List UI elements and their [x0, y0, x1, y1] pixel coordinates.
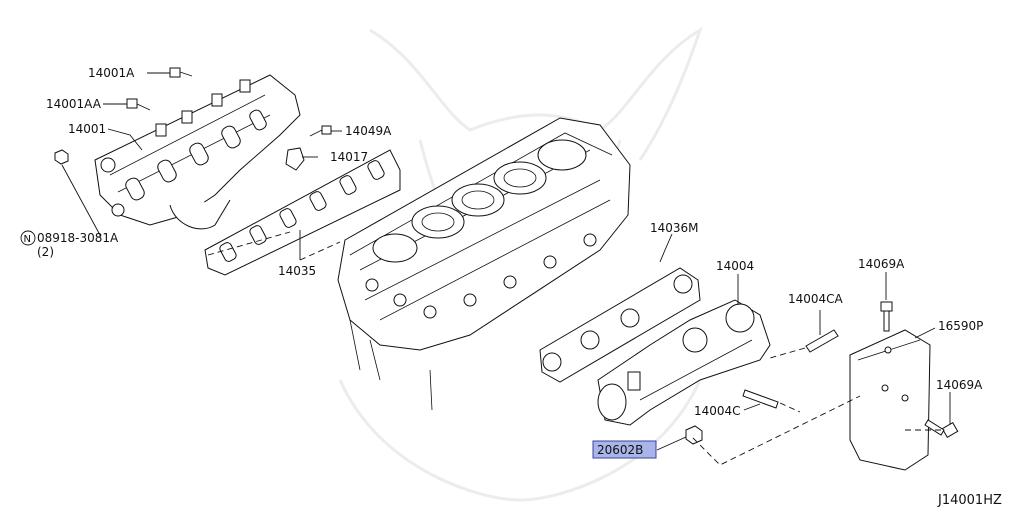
- intake-gasket: [204, 149, 401, 276]
- n-marker: N: [24, 234, 31, 245]
- label-14001[interactable]: 14001: [68, 122, 106, 136]
- intake-manifold: [94, 74, 301, 230]
- label-14049A[interactable]: 14049A: [345, 124, 392, 138]
- label-16590P[interactable]: 16590P: [938, 319, 983, 333]
- leader-lines: [61, 72, 951, 466]
- bolt-14001AA-icon: [126, 98, 151, 111]
- label-14017[interactable]: 14017: [330, 150, 368, 164]
- cylinder-head: [337, 117, 631, 411]
- part-labels: 14001A 14001AA 14001 14049A 14017 N 0891…: [20, 66, 1002, 508]
- label-14069A-top[interactable]: 14069A: [858, 257, 905, 271]
- label-14001AA[interactable]: 14001AA: [46, 97, 102, 111]
- nut-08918-icon: [54, 149, 69, 165]
- label-20602B-highlighted[interactable]: 20602B: [592, 440, 657, 459]
- highlight-box: [592, 440, 657, 459]
- bolt-14069A-right-icon: [924, 419, 959, 439]
- bolt-14049A-icon: [309, 125, 332, 137]
- heat-shield: [849, 329, 931, 471]
- diagram-reference-code: J14001HZ: [937, 493, 1002, 508]
- label-14004C[interactable]: 14004C: [694, 404, 741, 418]
- label-08918-number: 08918-3081A: [37, 231, 119, 245]
- label-14036M[interactable]: 14036M: [650, 221, 699, 235]
- exhaust-gasket: [539, 267, 701, 383]
- label-20602B: 20602B: [597, 443, 643, 457]
- bolt-14001A-icon: [169, 67, 193, 78]
- label-14069A-right[interactable]: 14069A: [936, 378, 983, 392]
- label-14004CA[interactable]: 14004CA: [788, 292, 844, 306]
- exhaust-manifold: [597, 299, 771, 426]
- label-14004[interactable]: 14004: [716, 259, 754, 273]
- label-08918-3081A[interactable]: N 08918-3081A (2): [20, 230, 119, 259]
- stud-14004CA-icon: [805, 329, 839, 353]
- label-14001A[interactable]: 14001A: [88, 66, 135, 80]
- bolt-14069A-top-icon: [880, 301, 893, 332]
- nut-20602B-icon: [685, 425, 703, 445]
- bracket-14017-icon: [285, 147, 305, 171]
- label-14035[interactable]: 14035: [278, 264, 316, 278]
- stud-14004C-icon: [742, 389, 779, 409]
- label-08918-qty: (2): [37, 245, 54, 259]
